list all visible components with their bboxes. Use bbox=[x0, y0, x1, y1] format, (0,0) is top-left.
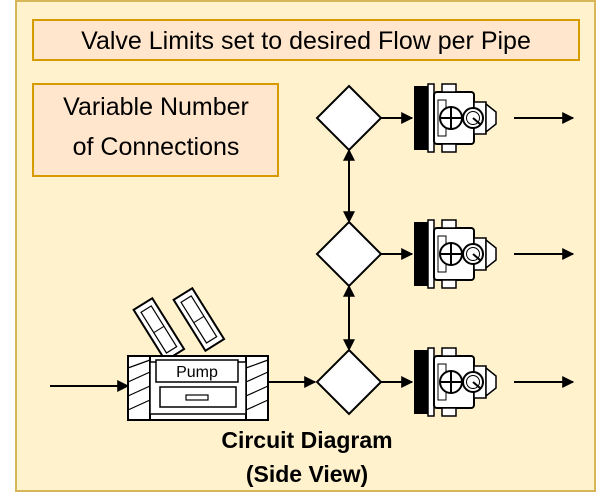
diagram-panel bbox=[15, 0, 596, 492]
pump-label: Pump bbox=[176, 364, 218, 381]
note-box bbox=[32, 83, 279, 177]
header-box bbox=[32, 19, 580, 61]
caption-line-1: Circuit Diagram bbox=[221, 427, 392, 453]
caption-line-2: (Side View) bbox=[246, 461, 368, 487]
note-line-1: Variable Number bbox=[63, 93, 249, 121]
note-line-2: of Connections bbox=[73, 133, 240, 161]
header-text: Valve Limits set to desired Flow per Pip… bbox=[81, 27, 531, 55]
pump-icon bbox=[127, 286, 269, 421]
